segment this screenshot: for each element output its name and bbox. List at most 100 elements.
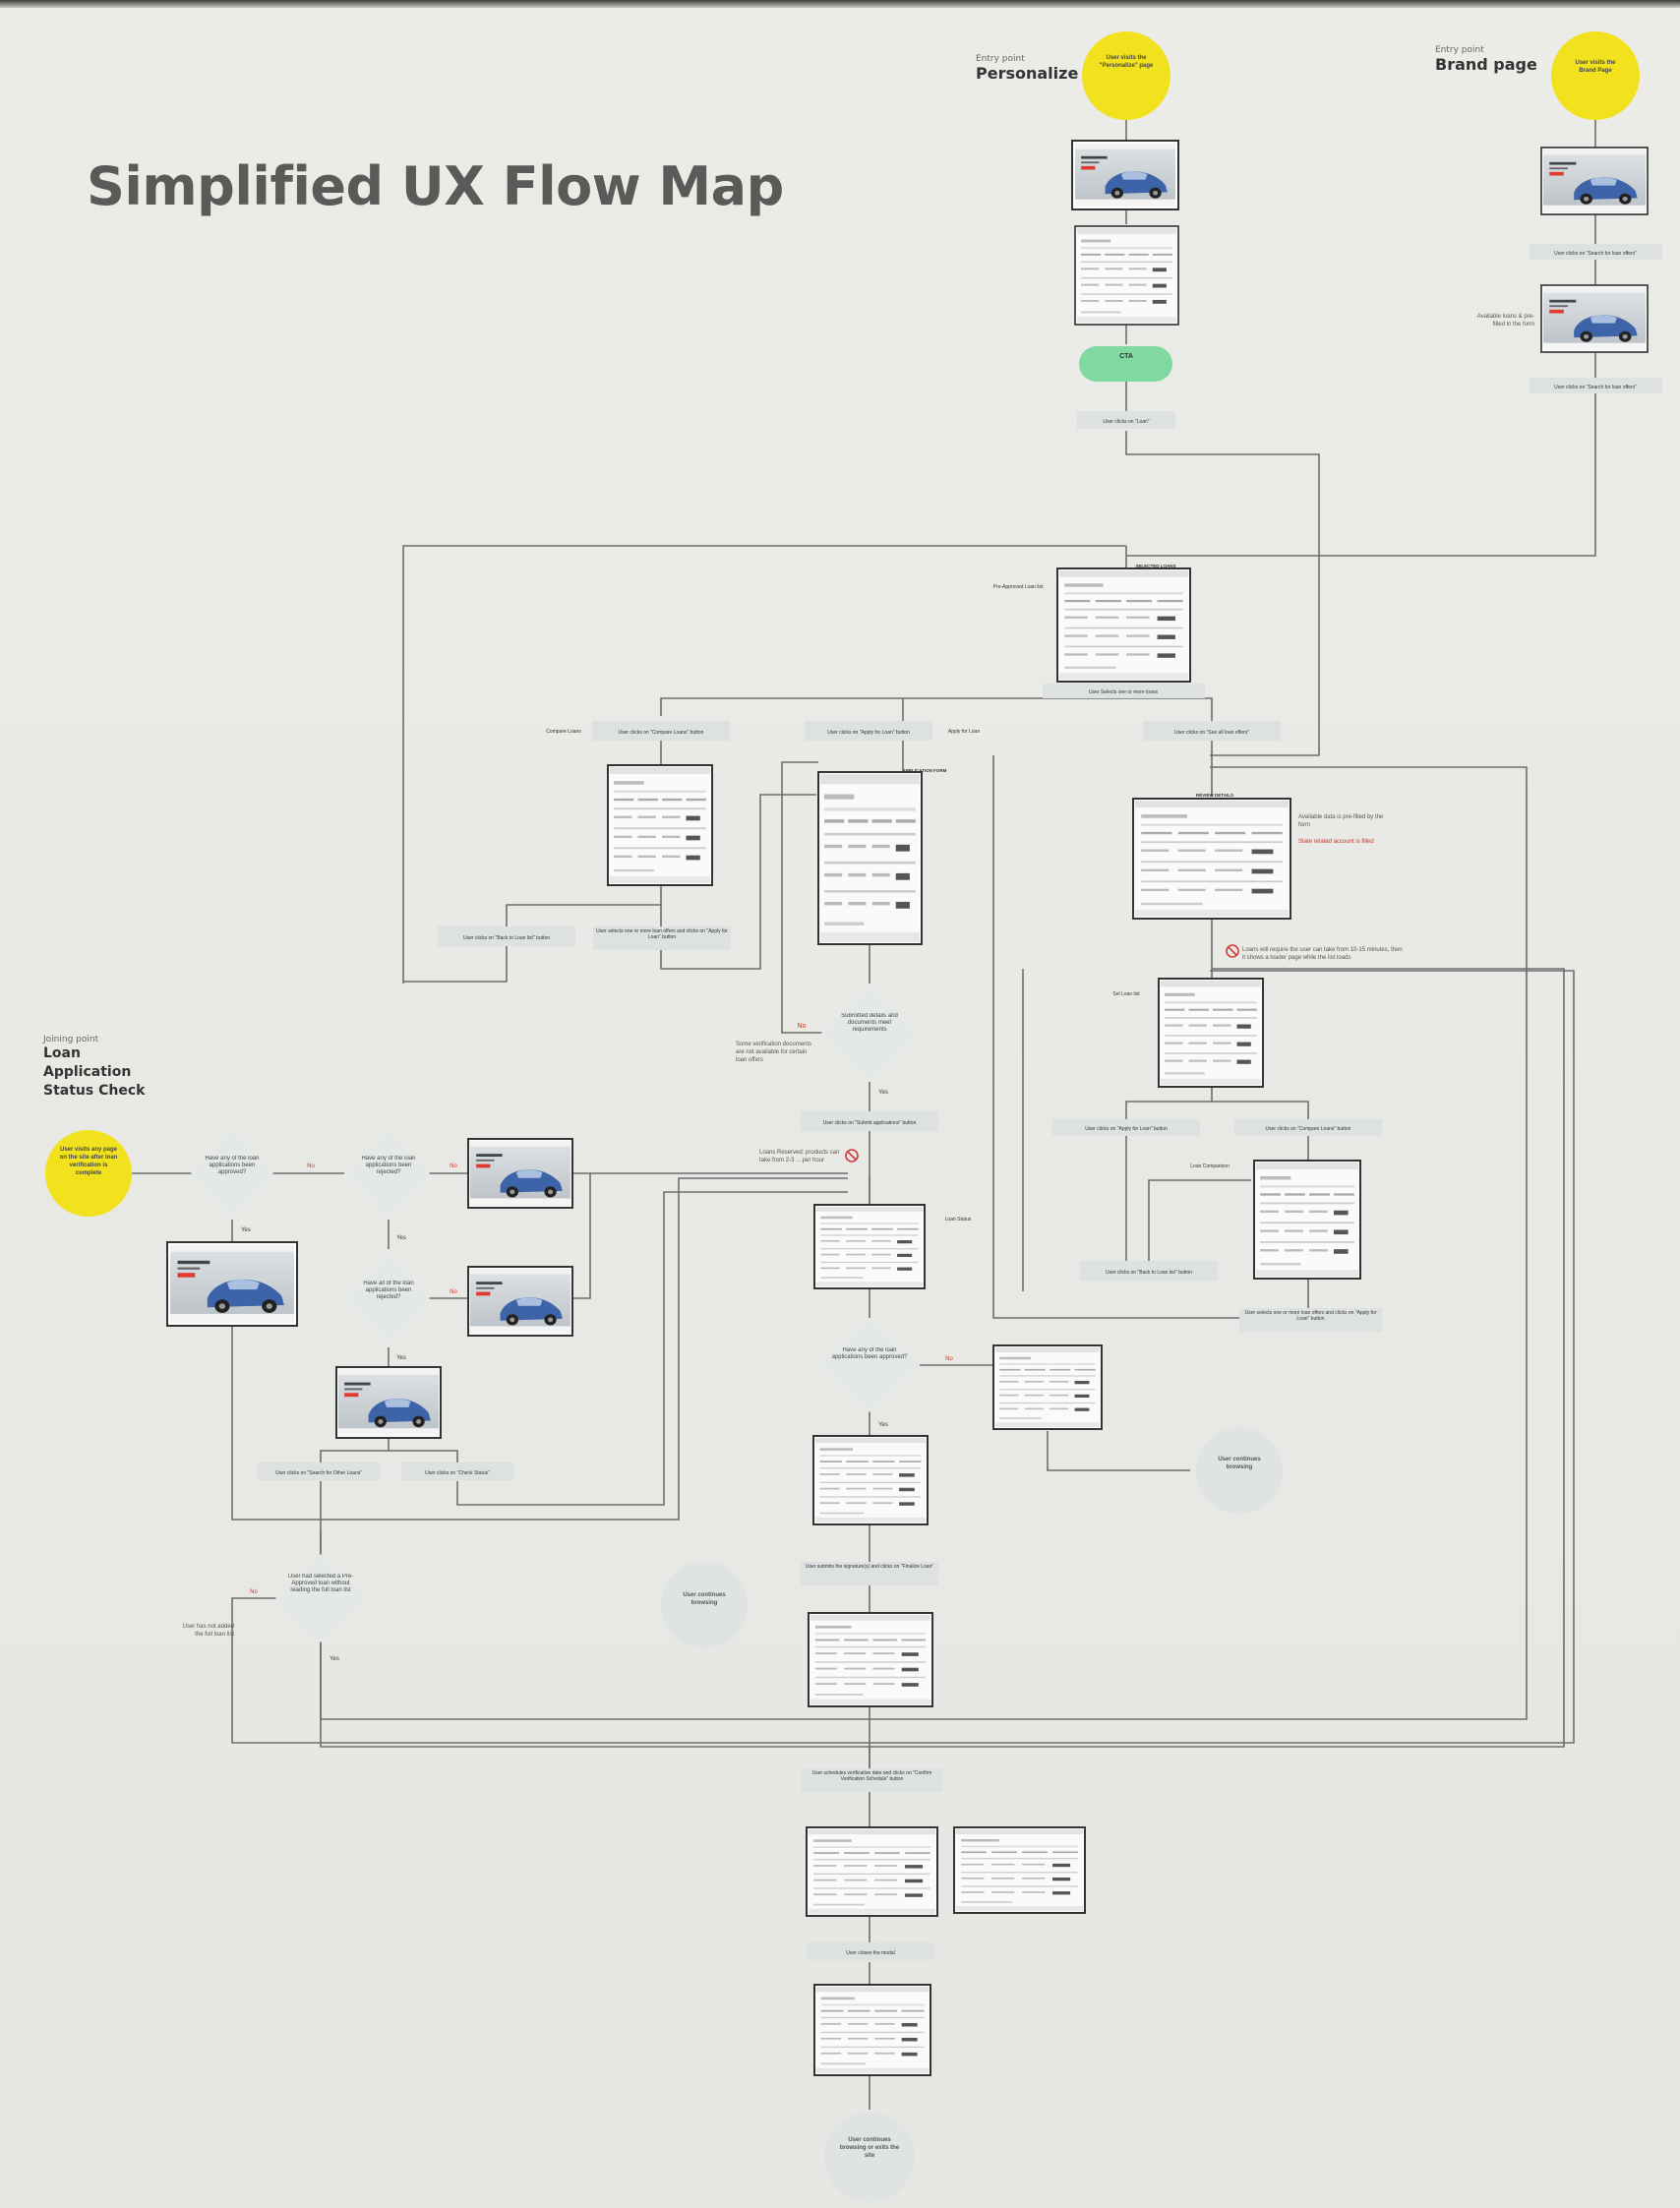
note-docs-warning: Some verification documents are not avai… [736, 1042, 812, 1063]
joining-point-status-check: Joining point Loan Application Status Ch… [43, 1035, 151, 1101]
entry-point-brand: Entry point Brand page [1435, 45, 1537, 74]
tag-brand-search [1530, 244, 1662, 260]
screen-rejected-banner [470, 1141, 570, 1206]
entry-caption: Joining point [43, 1035, 99, 1044]
decision-any-rejected [347, 1129, 430, 1220]
screen-personalize-page [1077, 228, 1176, 323]
text-had-selected: User had selected a Pre-Approved loan wi… [287, 1574, 354, 1593]
text-visit-brand: User visits the Brand Page [1575, 60, 1616, 74]
note-not-added: User has not added the full loan list [182, 1624, 234, 1638]
decision-all-rejected [347, 1251, 430, 1345]
text-check-status: User clicks on "Check Status" [425, 1470, 490, 1476]
tag-clicks-loan [1077, 411, 1175, 429]
text-continue-2: User continues browsing [683, 1592, 726, 1606]
text-select-apply: User selects one or more loan offers and… [596, 928, 728, 940]
text-app-header: APPLICATION FORM [903, 768, 947, 773]
entry-caption: Entry point [1435, 45, 1484, 55]
screen-compare-loans [610, 767, 710, 883]
label-yes: Yes [241, 1227, 251, 1233]
label-yes: Yes [396, 1235, 406, 1241]
text-any-approved: Have any of the loan applications been a… [205, 1156, 260, 1175]
entry-caption: Entry point [976, 54, 1025, 64]
label-yes: Yes [330, 1656, 339, 1662]
text-sel-loans: Sel Loan list [1112, 991, 1140, 997]
decision-any-approved [191, 1129, 273, 1220]
tag-brand-filter [1530, 378, 1662, 393]
tag-schedule-confirm [801, 1768, 943, 1792]
label-no: No [450, 1164, 457, 1169]
text-submit-signature: User submits the signature(s) and clicks… [805, 1564, 934, 1570]
screen-all-rejected-banner [470, 1269, 570, 1334]
text-brand-filter: User clicks on "Search for loan offers" [1554, 385, 1637, 390]
text-search-other: User clicks on "Search for Other Loans" [275, 1470, 362, 1476]
text-continue-1: User continues browsing [1218, 1457, 1261, 1470]
tag-select-more [1239, 1308, 1382, 1332]
cta-label: CTA [1119, 353, 1133, 360]
tag-back-to-list [1080, 1261, 1218, 1281]
screen-application-form [820, 774, 920, 942]
text-back-list: User clicks on "Back to Loan list" butto… [463, 935, 550, 941]
note-state: State related account is filled [1298, 839, 1374, 845]
screen-schedule-modal [956, 1829, 1083, 1911]
cta-pill [1079, 346, 1172, 382]
text-compare-loans: Compare Loans [546, 729, 581, 735]
entry-name: Brand page [1435, 55, 1537, 74]
decisions [191, 984, 920, 1642]
text-compare-loans-btn: User clicks on "Compare Loans" button [1266, 1126, 1351, 1132]
end-circle-exit [824, 2112, 915, 2202]
text-loan-comparison: Loan Comparison [1190, 1164, 1230, 1169]
page-title: Simplified UX Flow Map [87, 155, 784, 217]
tag-select-apply [593, 926, 731, 950]
warning-icon [1226, 944, 1239, 958]
label-tags [258, 244, 1662, 1960]
tag-submit-apps [801, 1111, 938, 1131]
screen-loan-comparison [1256, 1163, 1358, 1277]
board-top-edge [0, 0, 1680, 8]
screen-signature [810, 1615, 930, 1704]
tag-compare-btn [592, 721, 730, 741]
text-decision-docs: Submitted details and documents meet req… [841, 1013, 898, 1033]
label-no: No [307, 1164, 315, 1169]
screen-loan-status [816, 1207, 923, 1286]
end-circles [661, 1427, 1283, 2202]
text-brand-search: User clicks on "Search for loan offers" [1554, 251, 1637, 257]
screen-review-details [1135, 801, 1289, 917]
start-circle-personalize [1082, 31, 1170, 120]
label-no: No [945, 1356, 953, 1362]
text-submit-apps: User clicks on "Submit applications" but… [823, 1120, 917, 1126]
screens [166, 140, 1649, 2076]
start-circles [45, 31, 1640, 1217]
decision-pending-approved [819, 1318, 920, 1412]
entry-name: Loan Application Status Check [43, 1045, 146, 1099]
text-apply-btn: User clicks on "Apply for Loan" button [827, 730, 910, 736]
screen-schedule [809, 1829, 935, 1914]
end-circle-continue-1 [1196, 1427, 1283, 1514]
text-continue-exit: User continues browsing or exits the sit… [839, 2137, 900, 2159]
label-no: No [250, 1589, 258, 1595]
screen-personalize-banner [1075, 144, 1175, 207]
decision-docs [821, 984, 918, 1082]
text-pending-approved: Have any of the loan applications been a… [831, 1347, 908, 1360]
connectors [132, 118, 1596, 2110]
label-no: No [798, 1023, 807, 1030]
start-circle-brand [1551, 31, 1640, 120]
screen-approved [815, 1438, 926, 1522]
screen-search-other-banner [338, 1369, 439, 1436]
text-approved-header: SELECTED LOANS [1135, 564, 1175, 568]
end-circle-continue-2 [661, 1562, 748, 1648]
text-schedule-confirm: User schedules verification date and cli… [811, 1770, 932, 1782]
screen-brand-filter [1543, 287, 1646, 350]
text-compare-btn: User clicks on "Compare Loans" button [619, 730, 704, 736]
label-yes: Yes [396, 1355, 406, 1361]
warning-icon [845, 1149, 859, 1163]
screen-sel-loan-list [1161, 981, 1261, 1085]
screen-preapproved-list [1059, 570, 1188, 680]
text-approved-list: Pre-Approved Loan list [993, 584, 1044, 590]
screen-approved-banner [170, 1245, 294, 1323]
note-reserved: Loans Reserved: products can take from 2… [759, 1150, 840, 1164]
text-apply-for-loan: Apply for Loan [948, 729, 980, 735]
screen-brand-page [1543, 149, 1646, 212]
text-closes-modal: User closes the modal [846, 1950, 894, 1956]
text-review-header: REVIEW DETAILS [1196, 793, 1233, 798]
